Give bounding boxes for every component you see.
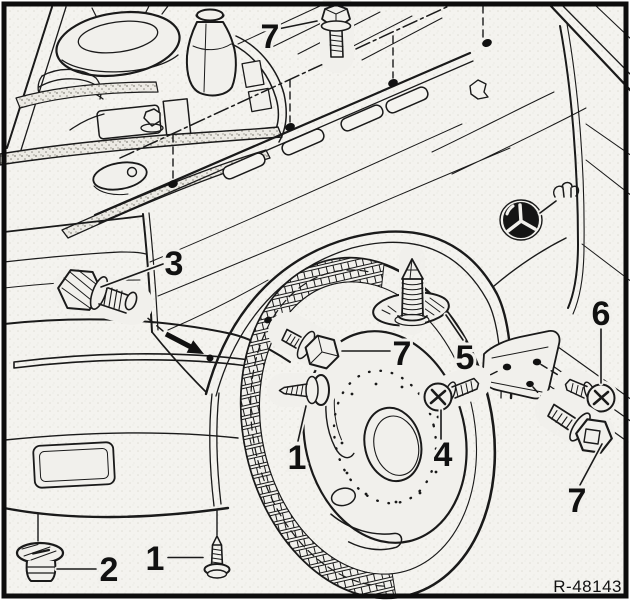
part6-phillips-screw xyxy=(555,368,619,415)
front-fender xyxy=(93,51,587,400)
callout-3: 3 xyxy=(165,245,184,283)
part1-screw-bumper xyxy=(203,535,231,579)
a-pillar xyxy=(547,2,630,92)
part1-screw-wheel-arch xyxy=(267,373,337,407)
hose-lines xyxy=(231,35,288,143)
callout-7-sill: 7 xyxy=(568,482,587,520)
mounting-hole-dots xyxy=(168,38,542,388)
door-front-edge xyxy=(559,25,579,309)
fender-front-edge xyxy=(142,213,153,333)
strut-tower xyxy=(92,161,148,191)
callout-7-hood-rail: 7 xyxy=(261,18,280,56)
callout-2: 2 xyxy=(100,551,119,589)
callout-6: 6 xyxy=(592,295,611,333)
front-crossmember xyxy=(0,126,283,166)
door-plug-ring xyxy=(499,199,543,241)
flange-slot xyxy=(222,152,266,180)
spring-clip xyxy=(552,181,580,198)
bumper-lower-edge xyxy=(2,506,230,519)
direction-arrow xyxy=(164,331,204,354)
callout-4: 4 xyxy=(434,436,453,474)
part7-hex-screw-wheel-arch xyxy=(268,312,344,372)
hub-opening xyxy=(363,406,423,483)
bumper-molding xyxy=(13,353,251,369)
front-bumper xyxy=(2,215,291,519)
door-and-sill xyxy=(481,2,630,443)
callout-labels: 7 3 7 5 1 4 6 7 2 1 xyxy=(97,15,614,592)
flange-slot xyxy=(281,128,325,156)
part3-hex-bolt xyxy=(53,268,153,325)
radiator-hose xyxy=(15,81,159,109)
washer-reservoir xyxy=(185,21,237,97)
hood-prop xyxy=(6,6,53,149)
expansion-rivet-part5 xyxy=(394,245,430,335)
callout-5: 5 xyxy=(456,339,475,377)
part4-phillips-screw xyxy=(419,365,491,414)
engine-bolt xyxy=(143,108,161,127)
fender-contour-lines xyxy=(149,91,587,331)
headlight-line xyxy=(3,251,147,263)
wheel-arch-lip xyxy=(204,230,513,400)
part7-hex-bolt-top xyxy=(320,0,354,73)
flange-slot xyxy=(385,86,429,114)
callout-7-wheel-arch: 7 xyxy=(393,335,412,373)
air-cleaner xyxy=(55,11,181,77)
callout-1-bumper: 1 xyxy=(146,540,165,578)
callout-1-wheel-arch: 1 xyxy=(288,439,307,477)
fender-top-flange xyxy=(93,51,472,217)
leader-lines xyxy=(37,20,603,570)
flange-slot xyxy=(340,104,384,132)
fog-lamp-recess xyxy=(32,441,116,489)
reference-code: R-48143 xyxy=(553,577,622,596)
part2-push-in-plug xyxy=(15,541,65,582)
